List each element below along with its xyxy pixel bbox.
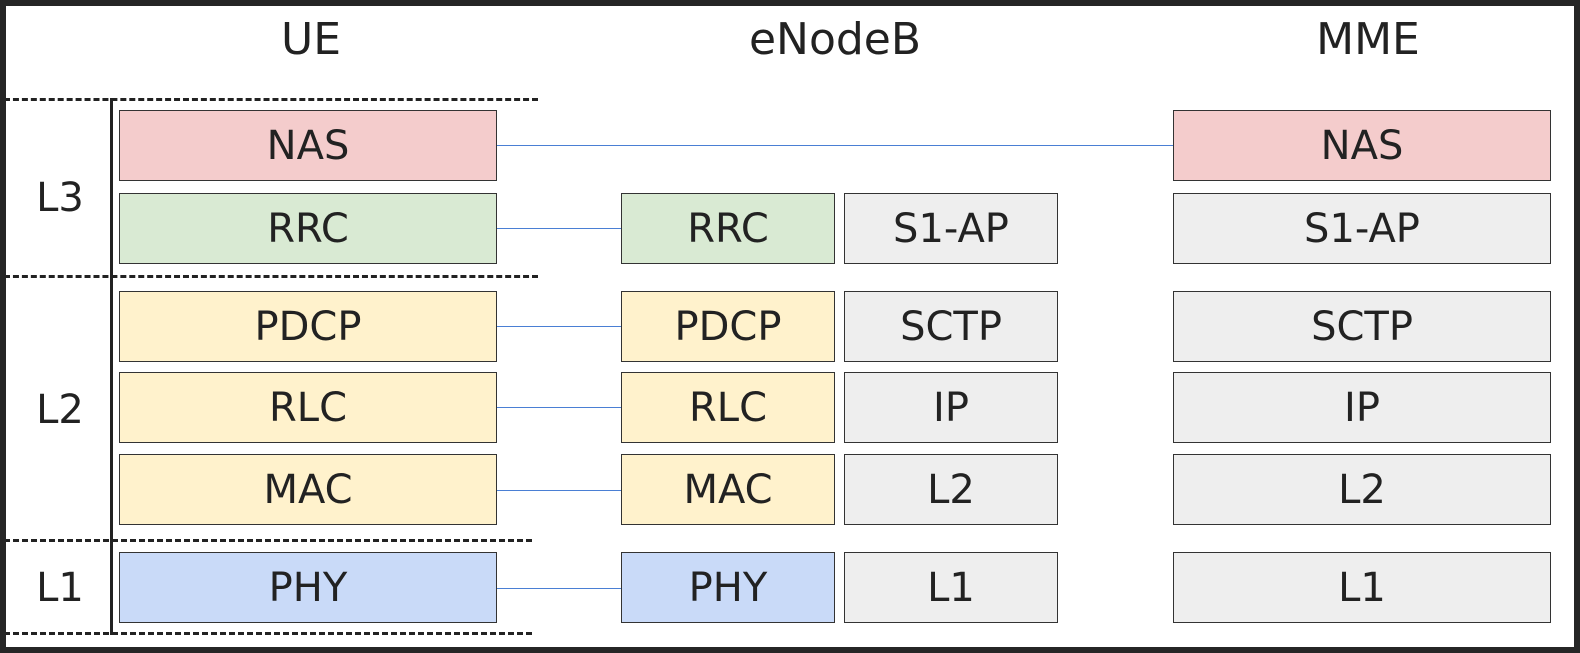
layer-label-l1: L1: [36, 565, 84, 611]
enodeb-rlc-box: RLC: [621, 372, 835, 443]
enodeb-s1ap-box: S1-AP: [844, 193, 1058, 264]
layer-boundary-bottom: [6, 632, 532, 635]
enodeb-mac-box: MAC: [621, 454, 835, 525]
layer-boundary-l3-l2: [6, 275, 538, 278]
layer-label-l3: L3: [36, 175, 84, 221]
enodeb-rrc-box: RRC: [621, 193, 835, 264]
mme-ip-box: IP: [1173, 372, 1551, 443]
enodeb-l1-box: L1: [844, 552, 1058, 623]
peer-line-pdcp: [496, 326, 621, 327]
mme-l1-box: L1: [1173, 552, 1551, 623]
layer-boundary-l2-l1: [6, 539, 532, 542]
enodeb-l2-box: L2: [844, 454, 1058, 525]
enodeb-pdcp-box: PDCP: [621, 291, 835, 362]
column-title-enodeb: eNodeB: [748, 14, 922, 65]
ue-mac-box: MAC: [119, 454, 497, 525]
ue-rlc-box: RLC: [119, 372, 497, 443]
peer-line-rlc: [496, 407, 621, 408]
layer-label-l2: L2: [36, 387, 84, 433]
ue-rrc-box: RRC: [119, 193, 497, 264]
peer-line-mac: [496, 490, 621, 491]
ue-nas-box: NAS: [119, 110, 497, 181]
ue-phy-box: PHY: [119, 552, 497, 623]
layer-boundary-top: [6, 98, 538, 101]
peer-line-phy: [496, 588, 621, 589]
peer-line-nas: [496, 145, 1173, 146]
mme-s1ap-box: S1-AP: [1173, 193, 1551, 264]
enodeb-phy-box: PHY: [621, 552, 835, 623]
enodeb-ip-box: IP: [844, 372, 1058, 443]
peer-line-rrc: [496, 228, 621, 229]
layer-bracket: [110, 98, 113, 635]
column-title-mme: MME: [1316, 14, 1420, 65]
mme-nas-box: NAS: [1173, 110, 1551, 181]
enodeb-sctp-box: SCTP: [844, 291, 1058, 362]
mme-sctp-box: SCTP: [1173, 291, 1551, 362]
ue-pdcp-box: PDCP: [119, 291, 497, 362]
mme-l2-box: L2: [1173, 454, 1551, 525]
column-title-ue: UE: [280, 14, 342, 65]
